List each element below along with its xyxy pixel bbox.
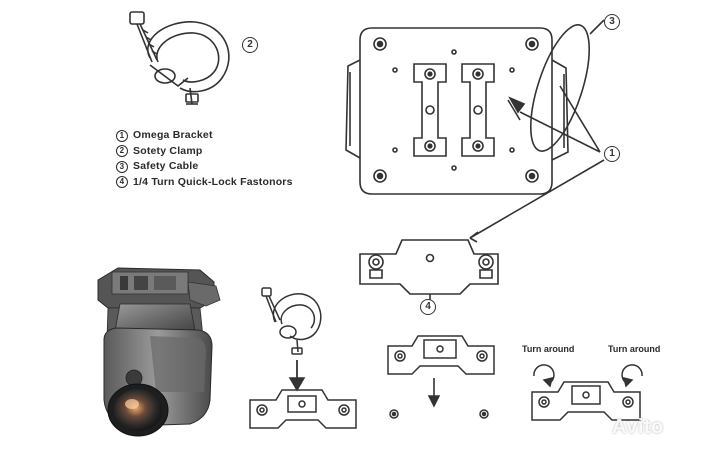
moving-head-fixture-photo xyxy=(97,267,221,437)
clamp-bracket-assembly xyxy=(249,287,357,429)
legend-item-safety-cable: 3 Safety Cable xyxy=(116,159,293,175)
legend-label: Omega Bracket xyxy=(133,129,213,141)
legend-label: Sotety Clamp xyxy=(133,144,203,157)
bracket-fastener-insert xyxy=(387,335,495,419)
callout-cable: 3 xyxy=(604,14,620,30)
legend-number: 4 xyxy=(116,176,128,189)
legend-label: 1/4 Turn Quick-Lock Fastonors xyxy=(133,175,293,188)
callout-bracket: 1 xyxy=(604,146,620,162)
legend-number: 3 xyxy=(116,160,128,173)
watermark: Avito xyxy=(612,416,664,438)
legend-number: 2 xyxy=(116,145,128,158)
legend-item-quick-lock-fasteners: 4 1/4 Turn Quick-Lock Fastonors xyxy=(116,175,293,191)
turn-around-bracket xyxy=(531,364,643,421)
turn-around-label-right: Turn around xyxy=(608,344,661,354)
fixture-base-plate xyxy=(345,19,605,243)
callout-fastener: 4 xyxy=(420,299,436,315)
legend-item-omega-bracket: 1 Omega Bracket xyxy=(116,128,293,144)
turn-around-label-left: Turn around xyxy=(522,344,575,354)
omega-bracket-with-fasteners xyxy=(359,239,499,300)
legend-number: 1 xyxy=(116,129,128,142)
legend-item-safety-clamp: 2 Sotety Clamp xyxy=(116,144,293,160)
callout-clamp: 2 xyxy=(242,37,258,53)
legend: 1 Omega Bracket 2 Sotety Clamp 3 Safety … xyxy=(116,128,293,190)
safety-clamp-top xyxy=(129,11,230,105)
legend-label: Safety Cable xyxy=(133,160,199,172)
